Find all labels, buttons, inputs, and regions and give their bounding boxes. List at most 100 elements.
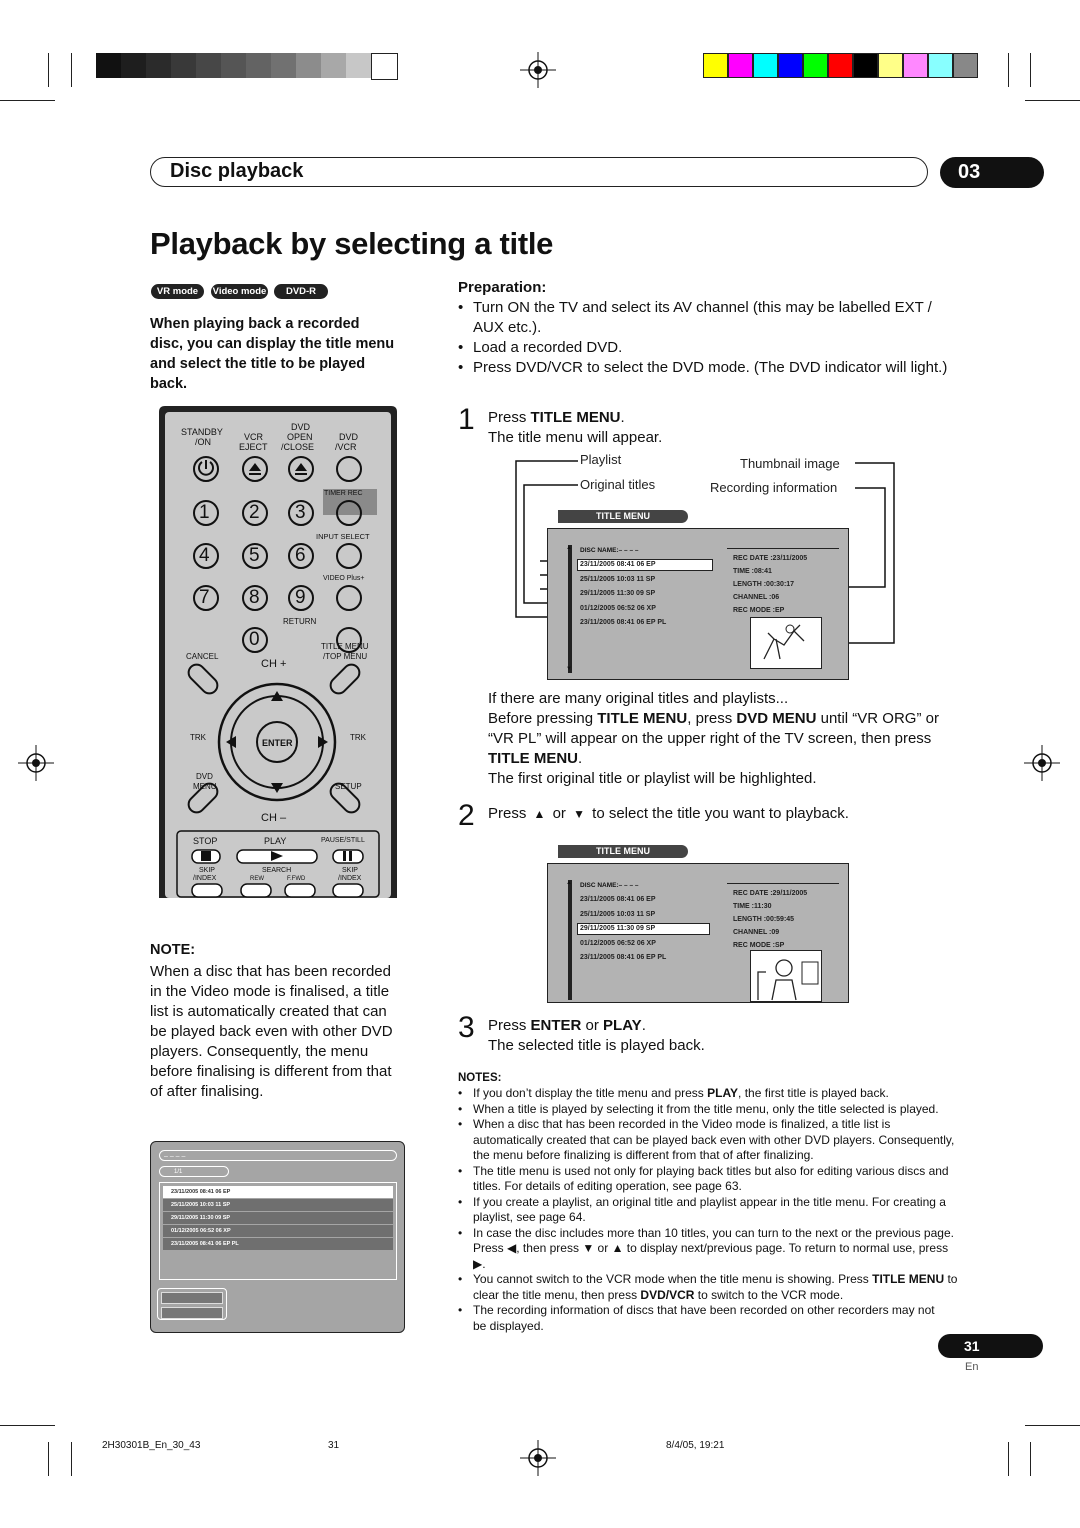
crop-mark bbox=[0, 100, 55, 101]
gray-swatch bbox=[146, 53, 171, 78]
left-arrow-icon: ◀ bbox=[507, 1241, 517, 1255]
title-menu-tab-2: TITLE MENU bbox=[558, 845, 688, 858]
crop-mark bbox=[48, 53, 49, 87]
info-box bbox=[727, 548, 839, 621]
ch-minus-label: CH – bbox=[261, 812, 287, 824]
title-row[interactable]: 01/12/2005 06:52 06 XP bbox=[580, 604, 656, 612]
crop-mark bbox=[71, 1442, 72, 1476]
step-2-text: Press ▲ or ▼ to select the title you wan… bbox=[488, 805, 849, 822]
title-row[interactable]: 29/11/2005 11:30 09 SP bbox=[580, 925, 656, 932]
mini-title-list: 23/11/2005 08:41 06 EP 25/11/2005 10:03 … bbox=[159, 1182, 397, 1280]
title-row[interactable]: 25/11/2005 10:03 11 SP bbox=[580, 910, 656, 918]
remote-control-illustration: STANDBY /ON VCR EJECT DVD OPEN /CLOSE DV… bbox=[157, 404, 399, 898]
step-1-more-2: Before pressing TITLE MENU, press DVD ME… bbox=[488, 710, 939, 767]
list-item: 23/11/2005 08:41 06 EP PL bbox=[163, 1238, 393, 1250]
finalised-title-list-screen: – – – – 1/1 23/11/2005 08:41 06 EP 25/11… bbox=[150, 1141, 405, 1333]
pause-label: PAUSE/STILL bbox=[321, 837, 365, 844]
step-1-more-3: The first original title or playlist wil… bbox=[488, 770, 817, 787]
dvd-menu-label-2: MENU bbox=[193, 782, 217, 791]
trk-left-label: TRK bbox=[190, 733, 206, 742]
video-plus-label: VIDEO Plus+ bbox=[323, 575, 365, 582]
title-row[interactable]: 23/11/2005 08:41 06 EP bbox=[580, 896, 656, 903]
footer-page: 31 bbox=[328, 1440, 340, 1451]
info-box bbox=[727, 883, 839, 956]
crop-mark bbox=[1025, 1425, 1080, 1426]
callout-playlist: Playlist bbox=[580, 452, 622, 467]
mini-screen-header: – – – – bbox=[159, 1150, 397, 1161]
title-row[interactable]: 23/11/2005 08:41 06 EP PL bbox=[580, 619, 667, 626]
notes-list: •If you don’t display the title menu and… bbox=[458, 1086, 963, 1334]
title-row[interactable]: 25/11/2005 10:03 11 SP bbox=[580, 575, 656, 583]
skip-right-label: SKIP bbox=[342, 867, 358, 874]
step-2-number: 2 bbox=[458, 799, 475, 832]
registration-mark bbox=[520, 1440, 556, 1476]
gray-swatch bbox=[171, 53, 196, 78]
mini-screen-buttons bbox=[157, 1288, 227, 1320]
mini-screen-page: 1/1 bbox=[159, 1166, 229, 1177]
gray-swatch bbox=[271, 53, 296, 78]
gray-swatch bbox=[371, 53, 398, 80]
chapter-number: 03 bbox=[940, 157, 1044, 188]
digit-6: 6 bbox=[295, 545, 306, 566]
timer-rec-label: TIMER REC bbox=[324, 490, 363, 497]
preparation-item: Turn ON the TV and select its AV channel… bbox=[473, 299, 932, 336]
crop-mark bbox=[1008, 53, 1009, 87]
color-swatch bbox=[903, 53, 928, 78]
title-row[interactable]: 23/11/2005 08:41 06 EP bbox=[580, 561, 656, 568]
play-label: PLAY bbox=[264, 836, 287, 846]
footer-file: 2H30301B_En_30_43 bbox=[102, 1440, 201, 1451]
title-row[interactable]: 01/12/2005 06:52 06 XP bbox=[580, 939, 656, 947]
digit-3: 3 bbox=[295, 502, 306, 523]
page-number: 31 bbox=[938, 1334, 1043, 1358]
gray-swatch bbox=[246, 53, 271, 78]
grayscale-calibration-bar bbox=[96, 53, 398, 80]
list-item: 29/11/2005 11:30 09 SP bbox=[163, 1212, 393, 1224]
digit-5: 5 bbox=[249, 545, 260, 566]
crop-mark bbox=[71, 53, 72, 87]
digit-2: 2 bbox=[249, 502, 260, 523]
language-code: En bbox=[965, 1361, 979, 1373]
dvd-menu-label-1: DVD bbox=[196, 772, 213, 781]
note-heading: NOTE: bbox=[150, 942, 196, 958]
selected-row-highlight bbox=[577, 923, 710, 935]
trk-right-label: TRK bbox=[350, 733, 366, 742]
note-item: In case the disc includes more than 10 t… bbox=[473, 1225, 954, 1271]
color-swatch bbox=[728, 53, 753, 78]
enter-label: ENTER bbox=[262, 738, 293, 748]
preparation-heading: Preparation: bbox=[458, 279, 547, 296]
preparation-item: Load a recorded DVD. bbox=[473, 339, 623, 356]
down-arrow-icon: ▼ bbox=[582, 1241, 595, 1255]
digit-7: 7 bbox=[199, 587, 210, 608]
digit-8: 8 bbox=[249, 587, 260, 608]
close-label: /CLOSE bbox=[281, 442, 315, 452]
callout-original-titles: Original titles bbox=[580, 477, 656, 492]
color-swatch bbox=[703, 53, 728, 78]
title-row[interactable]: 23/11/2005 08:41 06 EP PL bbox=[580, 954, 667, 961]
registration-mark bbox=[18, 745, 54, 781]
vcr-label: VCR bbox=[244, 432, 264, 442]
color-swatch bbox=[778, 53, 803, 78]
slash-vcr-label: /VCR bbox=[335, 442, 357, 452]
crop-mark bbox=[1030, 53, 1031, 87]
open-label: OPEN bbox=[287, 432, 313, 442]
scroll-bar bbox=[568, 880, 572, 1000]
color-swatch bbox=[853, 53, 878, 78]
digit-4: 4 bbox=[199, 545, 210, 566]
page-title: Playback by selecting a title bbox=[150, 226, 554, 261]
notes-heading: NOTES: bbox=[458, 1072, 502, 1084]
step-3-number: 3 bbox=[458, 1011, 475, 1044]
scroll-up-icon: ▲ bbox=[566, 880, 572, 886]
eject-label: EJECT bbox=[239, 442, 268, 452]
gray-swatch bbox=[96, 53, 121, 78]
dvd-label: DVD bbox=[291, 422, 311, 432]
section-title: Disc playback bbox=[170, 160, 304, 182]
index-left-label: /INDEX bbox=[193, 875, 217, 882]
step-1-more-1: If there are many original titles and pl… bbox=[488, 690, 789, 707]
title-row[interactable]: 29/11/2005 11:30 09 SP bbox=[580, 590, 656, 597]
color-swatch bbox=[753, 53, 778, 78]
up-arrow-icon: ▲ bbox=[533, 807, 546, 821]
preparation-list: •Turn ON the TV and select its AV channe… bbox=[458, 298, 958, 378]
crop-mark bbox=[48, 1442, 49, 1476]
registration-mark bbox=[520, 52, 556, 88]
